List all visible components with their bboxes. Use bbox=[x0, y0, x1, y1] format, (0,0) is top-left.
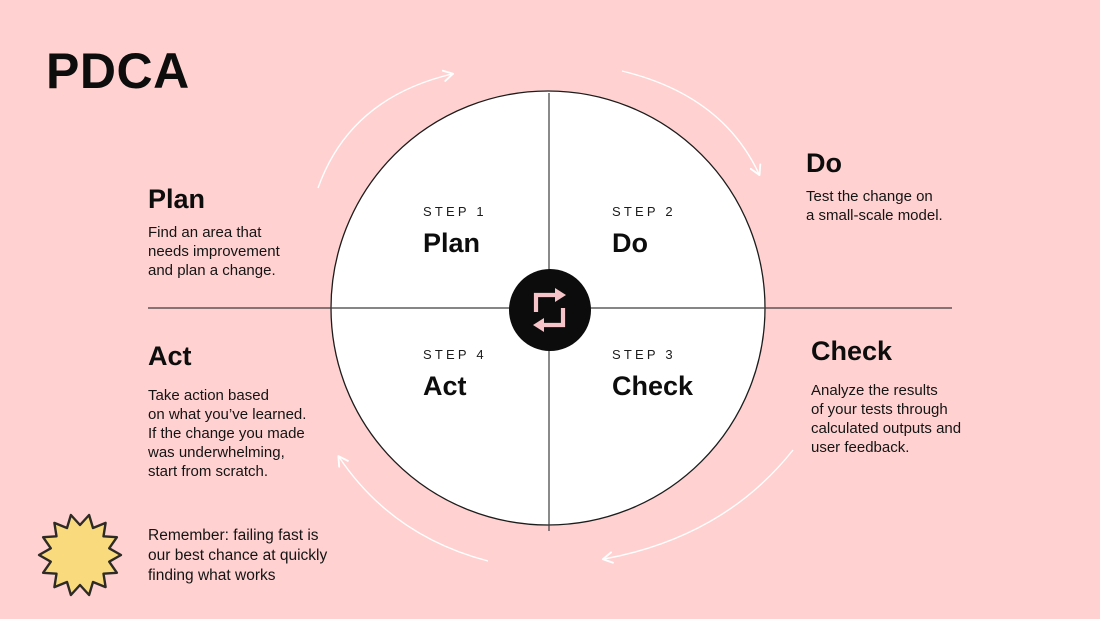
repeat-icon-left-arrowhead bbox=[533, 318, 544, 332]
act-annotation-body: Take action based on what you’ve learned… bbox=[148, 387, 307, 480]
step2-name: Do bbox=[612, 228, 648, 258]
quadrant-step2-do: STEP 2 Do bbox=[612, 204, 676, 259]
starburst-icon bbox=[37, 513, 123, 597]
step1-name: Plan bbox=[423, 228, 481, 258]
repeat-icon-bottom-arm bbox=[543, 308, 566, 328]
step4-name: Act bbox=[423, 371, 467, 401]
step2-label: STEP 2 bbox=[612, 204, 676, 219]
quadrant-step4-act: STEP 4 Act bbox=[423, 347, 487, 402]
clockwise-arrow-top-right-icon bbox=[621, 70, 762, 176]
act-annotation: Act Take action based on what you’ve lea… bbox=[148, 341, 306, 481]
repeat-icon-right-arrowhead bbox=[555, 288, 566, 302]
footnote-reminder: Remember: failing fast is our best chanc… bbox=[148, 527, 328, 584]
starburst-shape bbox=[37, 513, 123, 597]
repeat-cycle-icon bbox=[533, 288, 566, 332]
clockwise-arrow-bottom-left-icon bbox=[337, 455, 489, 562]
plan-annotation: Plan Find an area that needs improvement… bbox=[148, 184, 280, 280]
plan-annotation-body: Find an area that needs improvement and … bbox=[148, 224, 280, 279]
repeat-icon-top-arm bbox=[533, 292, 556, 312]
act-annotation-heading: Act bbox=[148, 341, 192, 371]
quadrant-step1-plan: STEP 1 Plan bbox=[423, 204, 487, 259]
page-title: PDCA bbox=[46, 43, 190, 99]
do-annotation-body: Test the change on a small-scale model. bbox=[806, 188, 943, 224]
step4-label: STEP 4 bbox=[423, 347, 487, 362]
center-hub-circle bbox=[509, 269, 591, 351]
step1-label: STEP 1 bbox=[423, 204, 487, 219]
clockwise-arrow-bottom-right-icon bbox=[601, 449, 794, 564]
step3-label: STEP 3 bbox=[612, 347, 676, 362]
quadrant-step3-check: STEP 3 Check bbox=[612, 347, 693, 402]
check-annotation-body: Analyze the results of your tests throug… bbox=[811, 382, 962, 456]
check-annotation: Check Analyze the results of your tests … bbox=[811, 336, 961, 457]
do-annotation-heading: Do bbox=[806, 148, 842, 178]
check-annotation-heading: Check bbox=[811, 336, 893, 366]
do-annotation: Do Test the change on a small-scale mode… bbox=[806, 148, 943, 225]
clockwise-arrow-top-left-icon bbox=[317, 69, 455, 189]
plan-annotation-heading: Plan bbox=[148, 184, 206, 214]
step3-name: Check bbox=[612, 371, 694, 401]
